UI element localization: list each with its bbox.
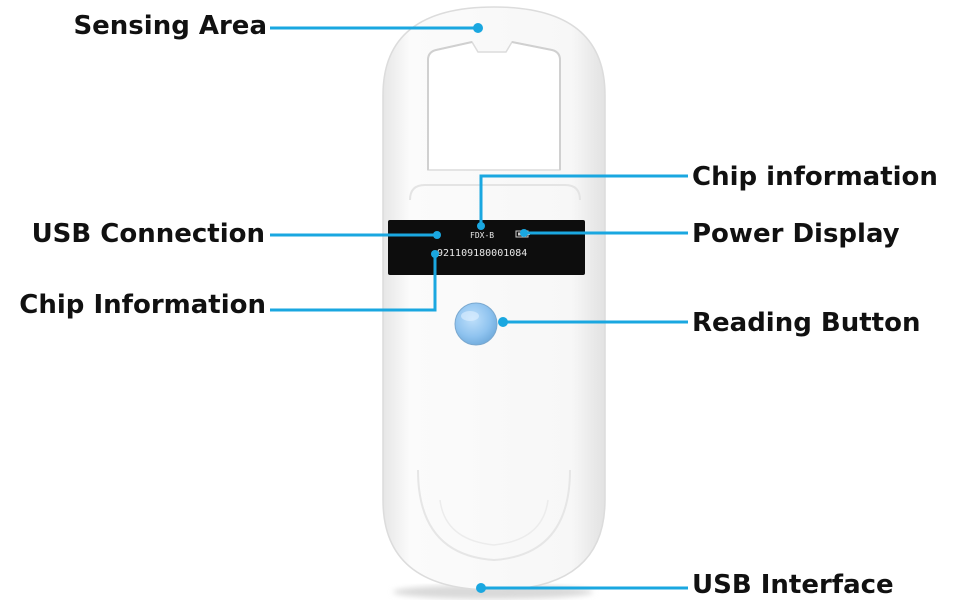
callout-dot-usb-connection: [433, 231, 441, 239]
callout-dot-chip-information-left: [431, 250, 439, 258]
callout-dot-sensing-area: [473, 23, 483, 33]
callout-lines: [270, 26, 688, 590]
label-sensing-area: Sensing Area: [73, 11, 267, 41]
label-usb-connection: USB Connection: [31, 219, 265, 249]
label-reading-button: Reading Button: [692, 308, 921, 338]
screen-chip-number: 921109180001084: [437, 248, 527, 259]
device-body: [382, 6, 606, 591]
callout-dot-usb-interface: [476, 583, 486, 593]
reading-button-highlight: [461, 311, 479, 321]
hole-inner-rim: [427, 41, 561, 170]
callout-dots: [431, 23, 528, 593]
body-contour-lower: [417, 469, 571, 562]
label-usb-interface: USB Interface: [692, 570, 894, 600]
callout-dot-reading-button: [498, 317, 508, 327]
callout-line-chip-information-left: [270, 254, 437, 312]
callout-line-chip-information-top: [479, 174, 688, 226]
body-contour-upper: [409, 184, 581, 201]
label-power-display: Power Display: [692, 219, 900, 249]
body-contour-lower-inner: [439, 499, 549, 546]
callout-dot-chip-information-top: [477, 222, 485, 230]
label-chip-information-left: Chip Information: [19, 290, 266, 320]
label-chip-information-top: Chip information: [692, 162, 938, 192]
screen-mode-text: FDX-B: [470, 231, 494, 240]
reading-button[interactable]: [454, 302, 498, 346]
callout-dot-power-display: [520, 229, 528, 237]
